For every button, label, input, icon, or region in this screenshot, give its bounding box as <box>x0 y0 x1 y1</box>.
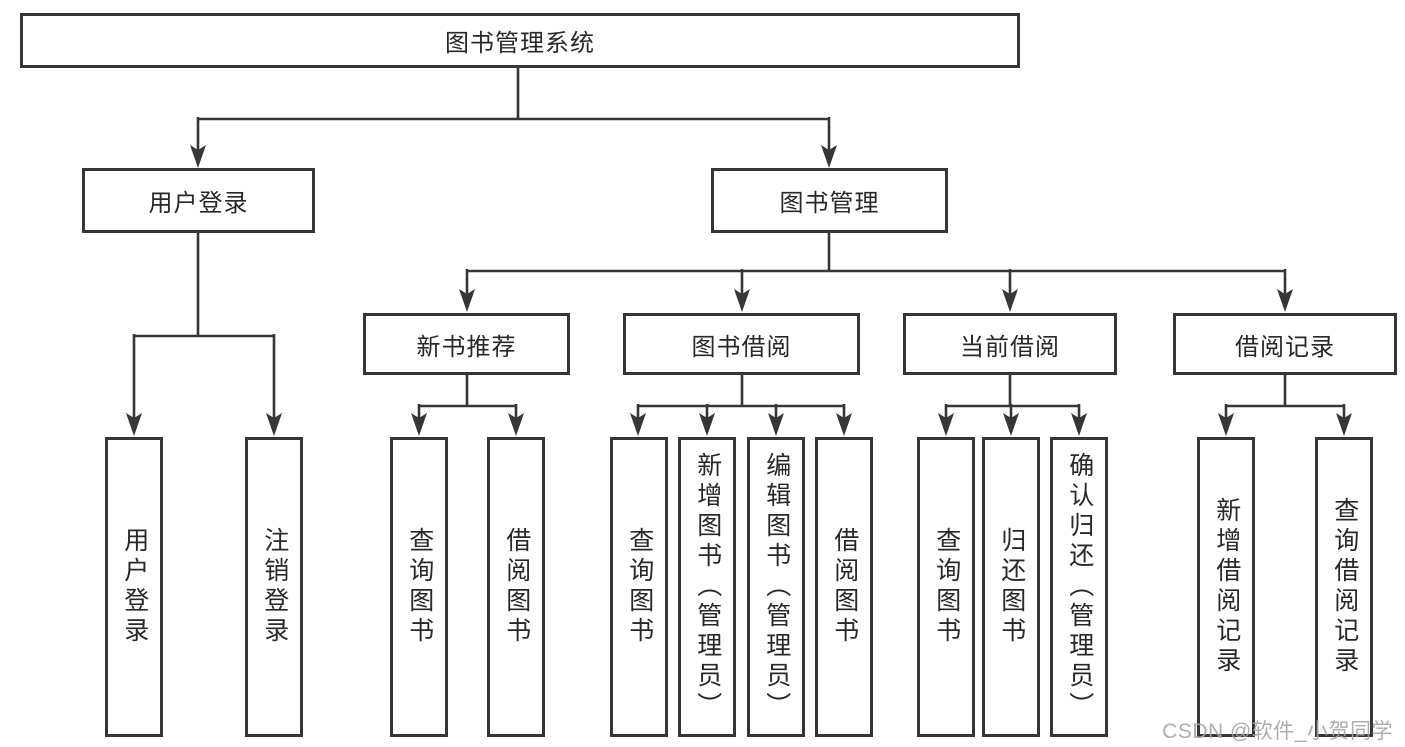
arrowhead-icon <box>630 413 646 436</box>
arrowhead-icon <box>126 413 142 436</box>
leaf-label: 用户登录 <box>120 527 149 647</box>
arrowhead-icon <box>821 145 837 168</box>
leaf-label: 借阅图书 <box>502 527 531 647</box>
leaf-label: 归还图书 <box>997 527 1026 647</box>
leaf-confirm-return-admin: 确认归还（管理员） <box>1050 437 1108 737</box>
leaf-label: 编辑图书（管理员） <box>762 452 791 722</box>
leaf-borrow-books-borrowing: 借阅图书 <box>815 437 873 737</box>
leaf-user-login: 用户登录 <box>105 437 163 737</box>
node-user-login: 用户登录 <box>82 168 315 233</box>
arrowhead-icon <box>190 145 206 168</box>
arrowhead-icon <box>411 413 427 436</box>
csdn-watermark: CSDN @软件_小贺同学 <box>1162 720 1393 743</box>
arrowhead-icon <box>1003 413 1019 436</box>
leaf-label: 新增借阅记录 <box>1212 497 1241 677</box>
connector-current-to-leaves <box>944 375 1081 421</box>
leaf-label: 注销登录 <box>260 527 289 647</box>
leaf-label: 新增图书（管理员） <box>693 452 722 722</box>
arrowhead-icon <box>1336 413 1352 436</box>
arrowhead-icon <box>734 289 750 312</box>
arrowhead-icon <box>266 413 282 436</box>
leaf-add-books-admin: 新增图书（管理员） <box>678 437 736 737</box>
node-root: 图书管理系统 <box>20 13 1020 68</box>
arrowhead-icon <box>1218 413 1234 436</box>
leaf-borrow-books-recommend: 借阅图书 <box>487 437 545 737</box>
arrowhead-icon <box>699 413 715 436</box>
node-current-borrowing: 当前借阅 <box>903 313 1117 375</box>
arrowhead-icon <box>508 413 524 436</box>
connector-bookmgmt-to-level3 <box>465 233 1287 296</box>
leaf-edit-books-admin: 编辑图书（管理员） <box>747 437 805 737</box>
leaf-logout: 注销登录 <box>245 437 303 737</box>
leaf-query-books-recommend: 查询图书 <box>390 437 448 737</box>
leaf-label: 查询借阅记录 <box>1330 497 1359 677</box>
arrowhead-icon <box>1277 289 1293 312</box>
arrowhead-icon <box>768 413 784 436</box>
leaf-label: 查询图书 <box>405 527 434 647</box>
node-new-book-recommend: 新书推荐 <box>363 313 570 375</box>
arrowhead-icon <box>1002 289 1018 312</box>
connector-borrowing-to-leaves <box>636 375 846 421</box>
connector-newbook-to-leaves <box>417 375 518 421</box>
leaf-query-books-borrowing: 查询图书 <box>610 437 668 737</box>
connector-records-to-leaves <box>1224 375 1346 421</box>
leaf-label: 查询图书 <box>625 527 654 647</box>
leaf-label: 确认归还（管理员） <box>1065 452 1094 722</box>
arrowhead-icon <box>459 289 475 312</box>
node-book-borrowing: 图书借阅 <box>623 313 860 375</box>
leaf-query-borrow-record: 查询借阅记录 <box>1315 437 1373 737</box>
connector-userlogin-to-leaves <box>132 232 276 421</box>
arrowhead-icon <box>836 413 852 436</box>
leaf-return-books: 归还图书 <box>982 437 1040 737</box>
connector-root-to-level2 <box>196 68 831 150</box>
node-borrowing-records: 借阅记录 <box>1173 313 1397 375</box>
leaf-add-borrow-record: 新增借阅记录 <box>1197 437 1255 737</box>
leaf-label: 查询图书 <box>932 527 961 647</box>
arrowhead-icon <box>938 413 954 436</box>
leaf-query-books-current: 查询图书 <box>917 437 975 737</box>
node-book-management: 图书管理 <box>711 168 948 233</box>
arrowhead-icon <box>1071 413 1087 436</box>
leaf-label: 借阅图书 <box>830 527 859 647</box>
